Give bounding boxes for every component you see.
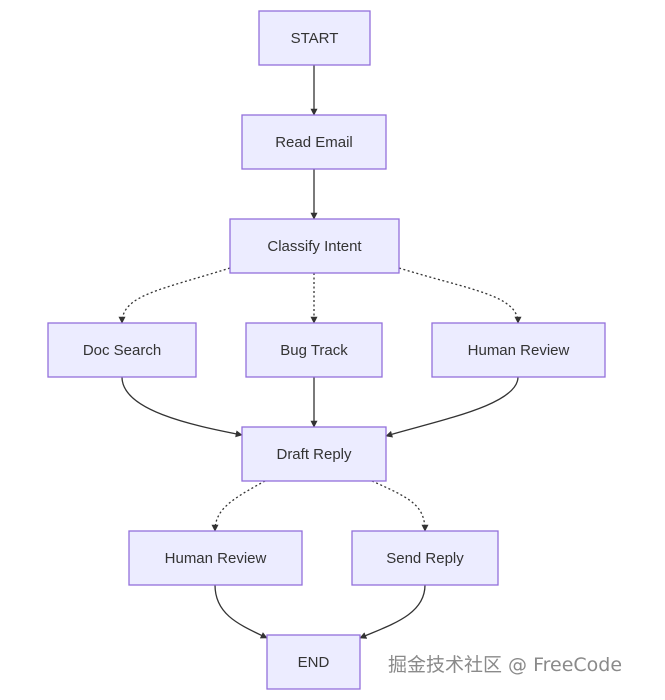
node-classify: Classify Intent bbox=[229, 218, 400, 274]
edge-send-reply-to-end bbox=[359, 584, 426, 639]
node-label: END bbox=[298, 654, 330, 671]
node-doc-search: Doc Search bbox=[47, 322, 197, 378]
edge-human-review-2-to-end bbox=[214, 584, 268, 639]
node-read-email: Read Email bbox=[241, 114, 387, 170]
node-label: START bbox=[291, 30, 339, 47]
node-box bbox=[241, 114, 387, 170]
edge-doc-search-to-draft-reply bbox=[121, 376, 243, 438]
edge-draft-reply-to-send-reply bbox=[371, 480, 429, 532]
node-label: Send Reply bbox=[386, 550, 464, 567]
node-bug-track: Bug Track bbox=[245, 322, 383, 378]
watermark: 掘金技术社区 @ FreeCode bbox=[388, 654, 623, 676]
node-label: Draft Reply bbox=[276, 446, 352, 463]
node-box bbox=[351, 530, 499, 586]
node-box bbox=[266, 634, 361, 690]
edge-human-review-1-to-draft-reply bbox=[385, 376, 519, 438]
node-label: Human Review bbox=[468, 342, 570, 359]
node-box bbox=[128, 530, 303, 586]
node-human-review-2: Human Review bbox=[128, 530, 303, 586]
node-label: Classify Intent bbox=[267, 238, 362, 255]
node-human-review-1: Human Review bbox=[431, 322, 606, 378]
edge-classify-to-human-review-1 bbox=[398, 267, 522, 324]
node-label: Doc Search bbox=[83, 342, 161, 359]
edge-classify-to-doc-search bbox=[118, 267, 231, 324]
node-box bbox=[241, 426, 387, 482]
node-label: Read Email bbox=[275, 134, 353, 151]
node-box bbox=[431, 322, 606, 378]
node-box bbox=[258, 10, 371, 66]
node-label: Human Review bbox=[165, 550, 267, 567]
node-end: END bbox=[266, 634, 361, 690]
node-box bbox=[229, 218, 400, 274]
node-label: Bug Track bbox=[280, 342, 348, 359]
node-box bbox=[47, 322, 197, 378]
node-box bbox=[245, 322, 383, 378]
node-start: START bbox=[258, 10, 371, 66]
edge-draft-reply-to-human-review-2 bbox=[211, 480, 266, 532]
node-draft-reply: Draft Reply bbox=[241, 426, 387, 482]
node-send-reply: Send Reply bbox=[351, 530, 499, 586]
